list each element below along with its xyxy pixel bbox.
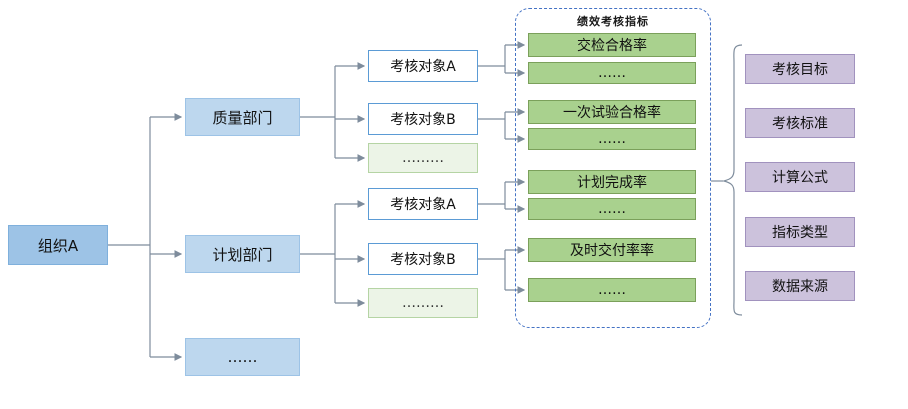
attr-standard-node: 考核标准 bbox=[745, 108, 855, 138]
assess-object-a-top-node: 考核对象A bbox=[368, 50, 478, 82]
indicator-node: …… bbox=[528, 128, 696, 150]
attr-goal-node: 考核目标 bbox=[745, 54, 855, 84]
indicator-node: 一次试验合格率 bbox=[528, 100, 696, 124]
dept-more-node: …… bbox=[185, 338, 300, 376]
attr-formula-node: 计算公式 bbox=[745, 162, 855, 192]
assess-object-b-top-node: 考核对象B bbox=[368, 103, 478, 135]
dept-quality-node: 质量部门 bbox=[185, 98, 300, 136]
attr-source-node: 数据来源 bbox=[745, 271, 855, 301]
indicator-node: …… bbox=[528, 198, 696, 220]
indicator-group-title: 绩效考核指标 bbox=[577, 15, 649, 28]
indicator-group-frame bbox=[515, 8, 711, 328]
org-root-node: 组织A bbox=[8, 225, 108, 265]
indicator-node: 计划完成率 bbox=[528, 170, 696, 194]
assess-object-more-top-node: ……… bbox=[368, 143, 478, 173]
assess-object-b-bottom-node: 考核对象B bbox=[368, 243, 478, 275]
attr-type-node: 指标类型 bbox=[745, 217, 855, 247]
dept-planning-node: 计划部门 bbox=[185, 235, 300, 273]
indicator-node: 及时交付率率 bbox=[528, 238, 696, 262]
assess-object-a-bottom-node: 考核对象A bbox=[368, 188, 478, 220]
indicator-node: …… bbox=[528, 278, 696, 302]
assess-object-more-bottom-node: ……… bbox=[368, 288, 478, 318]
indicator-node: 交检合格率 bbox=[528, 33, 696, 57]
indicator-node: …… bbox=[528, 62, 696, 84]
